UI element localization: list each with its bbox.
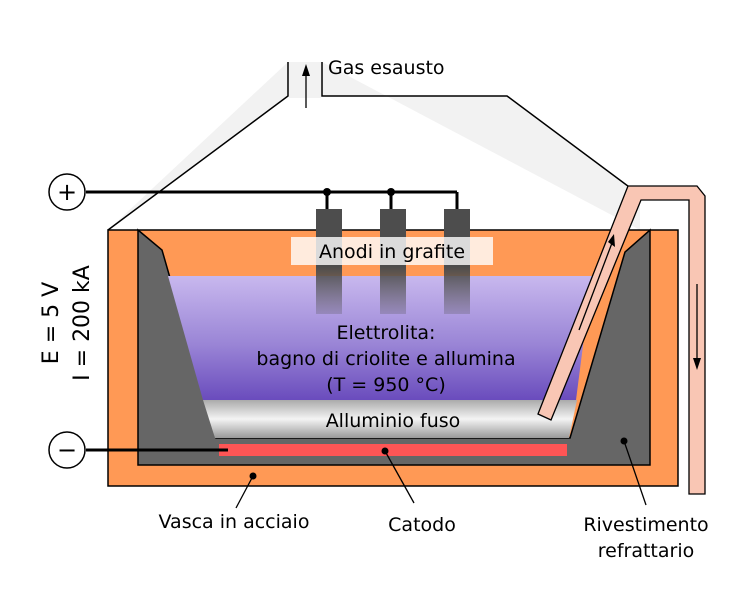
feed-pipe	[537, 185, 706, 495]
gas-label: Gas esausto	[328, 57, 445, 79]
tank-pointer-dot	[249, 472, 257, 480]
feed-arrow-up-head	[608, 234, 615, 247]
plus-sign: +	[57, 178, 77, 206]
feed-arrow-down-head	[693, 358, 701, 370]
electrolyte-bath	[168, 276, 592, 400]
lining-pointer-dot	[620, 437, 628, 445]
tank-pointer	[235, 475, 254, 509]
minus-sign: −	[57, 436, 77, 464]
lining-label-2: refrattario	[598, 540, 694, 562]
positive-busbar	[86, 190, 459, 209]
current-label: I = 200 kA	[70, 265, 95, 381]
cathode-pointer-dot	[381, 447, 389, 455]
cathode-bar	[219, 444, 567, 456]
electrolyte-label-2: bagno di criolite e allumina	[256, 348, 515, 370]
voltage-label: E = 5 V	[39, 282, 64, 364]
lining-pointer	[623, 440, 647, 506]
feed-arrow-up	[578, 242, 613, 331]
gas-arrow-head	[302, 64, 310, 76]
anodes-label-bg	[291, 237, 493, 265]
electrolyte-label-1: Elettrolita:	[337, 322, 436, 344]
hood-outline	[107, 62, 641, 231]
cathode-label: Catodo	[388, 514, 456, 536]
junction-dot-1	[323, 188, 331, 196]
electrolyte-label-3: (T = 950 °C)	[326, 374, 446, 396]
cathode-pointer	[384, 450, 415, 504]
junction-dot-2	[387, 188, 395, 196]
molten-aluminium	[203, 400, 577, 438]
lining-label-1: Rivestimento	[583, 514, 708, 536]
hood	[108, 62, 640, 230]
positive-terminal	[48, 173, 86, 211]
tank-label: Vasca in acciaio	[159, 511, 310, 533]
anodes-label: Anodi in grafite	[319, 241, 465, 263]
negative-terminal	[48, 431, 86, 469]
molten-label: Alluminio fuso	[326, 410, 461, 432]
